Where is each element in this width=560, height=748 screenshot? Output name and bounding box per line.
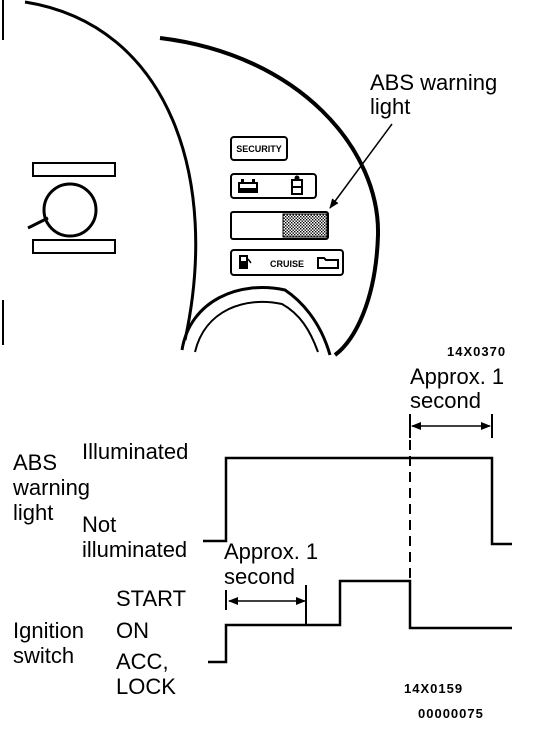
approx-duration-label-top-line2: second (410, 388, 481, 413)
approx-duration-label-bottom-line2: second (224, 564, 295, 589)
abs-warning-light-callout-line2: light (370, 94, 410, 119)
timing-chart: Approx. 1 second ABS warning light Illum… (12, 364, 512, 721)
cruise-indicator-label: CRUISE (270, 259, 304, 269)
document-code: 00000075 (418, 706, 484, 721)
ignition-position-acc-line1: ACC, (116, 649, 169, 674)
ignition-position-on: ON (116, 618, 149, 643)
lower-gauge-inner (194, 300, 319, 353)
ignition-signal-label-line2: switch (13, 643, 74, 668)
cluster-bezel-outline (159, 36, 381, 357)
timing-figure-code: 14X0159 (404, 681, 463, 696)
abs-signal-label-line2: warning (12, 475, 90, 500)
security-indicator-label: SECURITY (236, 144, 282, 154)
state-illuminated-label: Illuminated (82, 439, 188, 464)
approx-duration-label-bottom-line1: Approx. 1 (224, 539, 318, 564)
ignition-signal-label-line1: Ignition (13, 618, 84, 643)
gauge-scale-bar-top (32, 162, 116, 177)
battery-warning-icon (238, 179, 258, 193)
ignition-switch-waveform (208, 579, 512, 664)
callout-leader-arrow (329, 123, 393, 209)
instrument-cluster-illustration: SECURITY CRUISE ABS warning (2, 0, 506, 359)
cruise-indicator (230, 249, 344, 276)
seatbelt-warning-icon (291, 175, 303, 195)
security-indicator (230, 136, 288, 161)
door-ajar-icon (317, 257, 339, 269)
fuel-pump-icon (239, 255, 252, 269)
cluster-figure-code: 14X0370 (447, 344, 506, 359)
state-not-illuminated-line2: illuminated (82, 537, 187, 562)
gauge-needle (27, 216, 49, 230)
ignition-position-start: START (116, 586, 186, 611)
abs-warning-light-callout-line1: ABS warning (370, 70, 497, 95)
gauge-scale-bar-bottom (32, 239, 116, 254)
abs-warning-light-lamp (282, 213, 328, 238)
ignition-position-acc-line2: LOCK (116, 674, 176, 699)
lower-gauge-outline (180, 286, 332, 356)
approx-duration-label-top-line1: Approx. 1 (410, 364, 504, 389)
abs-signal-label-line3: light (13, 500, 53, 525)
abs-signal-label-line1: ABS (13, 450, 57, 475)
abs-warning-light-waveform (203, 456, 512, 546)
state-not-illuminated-line1: Not (82, 512, 116, 537)
gauge-needle-hub (42, 182, 98, 238)
speedometer-outline (24, 0, 198, 341)
